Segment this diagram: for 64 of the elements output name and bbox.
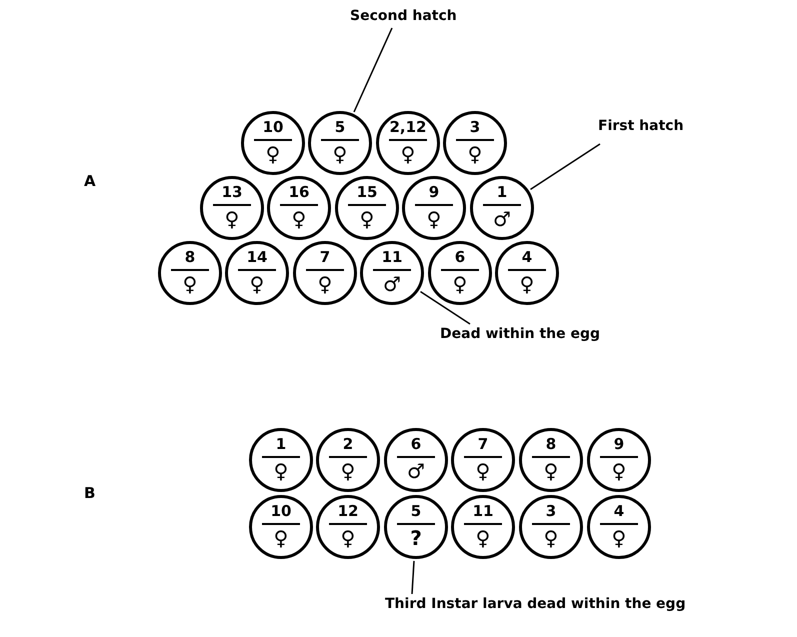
egg-number: 3 bbox=[468, 118, 482, 136]
sex-symbol: ♀ bbox=[248, 272, 266, 296]
sex-symbol: ♀ bbox=[474, 459, 492, 483]
egg-number: 2 bbox=[342, 435, 354, 453]
sex-symbol: ♂ bbox=[492, 207, 512, 231]
egg-number: 4 bbox=[520, 248, 534, 266]
egg-number: 8 bbox=[544, 435, 558, 453]
panel-label: B bbox=[84, 484, 96, 502]
sex-symbol: ♀ bbox=[264, 142, 282, 166]
sex-symbol: ♀ bbox=[290, 207, 308, 231]
egg-number: 1 bbox=[274, 435, 288, 453]
sex-symbol: ♀ bbox=[452, 272, 468, 296]
sex-symbol: ♀ bbox=[542, 526, 560, 550]
egg-number: 14 bbox=[246, 248, 268, 266]
sex-symbol: ♀ bbox=[316, 272, 334, 296]
sex-symbol: ♂ bbox=[382, 272, 402, 296]
egg-number: 6 bbox=[410, 435, 422, 453]
egg-number: 9 bbox=[428, 183, 440, 201]
egg-number: 1 bbox=[496, 183, 508, 201]
sex-symbol: ♂ bbox=[406, 459, 426, 483]
leader-line bbox=[353, 28, 393, 112]
sex-symbol: ♀ bbox=[542, 459, 560, 483]
sex-symbol: ♀ bbox=[182, 272, 198, 296]
sex-symbol: ♀ bbox=[400, 142, 416, 166]
sex-symbol: ♀ bbox=[474, 526, 492, 550]
egg-number: 9 bbox=[612, 435, 626, 453]
sex-symbol: ♀ bbox=[518, 272, 536, 296]
egg-number: 10 bbox=[262, 118, 284, 136]
sex-symbol: ♀ bbox=[610, 526, 628, 550]
sex-symbol: ♀ bbox=[610, 459, 628, 483]
egg-number: 6 bbox=[454, 248, 466, 266]
egg-number: 16 bbox=[288, 183, 310, 201]
leader-line bbox=[530, 143, 600, 190]
sex-symbol: ♀ bbox=[272, 526, 290, 550]
egg-number: 4 bbox=[612, 502, 626, 520]
leader-line bbox=[420, 290, 470, 325]
egg-number: 13 bbox=[220, 183, 244, 201]
panel-label: A bbox=[84, 172, 96, 190]
egg-number: 7 bbox=[476, 435, 490, 453]
egg-circle bbox=[428, 241, 492, 305]
leader-line bbox=[411, 560, 415, 594]
egg-number: 3 bbox=[544, 502, 558, 520]
sex-symbol: ♀ bbox=[358, 207, 376, 231]
sex-symbol: ♀ bbox=[224, 207, 240, 231]
egg-number: 8 bbox=[184, 248, 196, 266]
sex-symbol: ♀ bbox=[272, 459, 290, 483]
sex-symbol: ♀ bbox=[426, 207, 442, 231]
sex-symbol: ♀ bbox=[340, 526, 356, 550]
egg-number: 5 bbox=[410, 502, 422, 520]
callout-text: Dead within the egg bbox=[440, 326, 600, 342]
egg-number: 11 bbox=[380, 248, 404, 266]
egg-number: 11 bbox=[472, 502, 494, 520]
sex-symbol: ♀ bbox=[466, 142, 484, 166]
sex-symbol: ? bbox=[409, 526, 423, 550]
egg-number: 7 bbox=[318, 248, 332, 266]
egg-number: 2,12 bbox=[388, 118, 428, 136]
sex-symbol: ♀ bbox=[332, 142, 348, 166]
egg-number: 12 bbox=[336, 502, 360, 520]
egg-number: 5 bbox=[334, 118, 346, 136]
callout-text: Third Instar larva dead within the egg bbox=[385, 596, 686, 612]
sex-symbol: ♀ bbox=[340, 459, 356, 483]
egg-number: 15 bbox=[356, 183, 378, 201]
egg-circle bbox=[470, 176, 534, 240]
egg-number: 10 bbox=[270, 502, 292, 520]
